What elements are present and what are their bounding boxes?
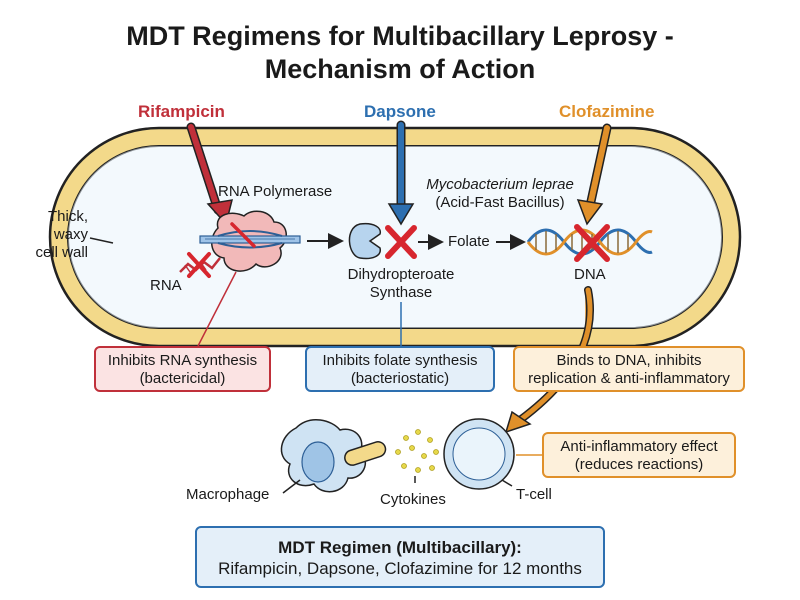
clofazimine-arrow: [576, 123, 612, 226]
dapsone-label: Dapsone: [364, 102, 436, 121]
rna-label: RNA: [150, 277, 182, 294]
title-line-1: MDT Regimens for Multibacillary Leprosy …: [126, 21, 674, 51]
dapsone-arrow: [387, 120, 415, 226]
dapsone-effect-box: Inhibits folate synthesis (bacteriostati…: [305, 346, 495, 392]
rifampicin-label: Rifampicin: [138, 102, 225, 121]
cytokine-dots: [395, 429, 439, 473]
rifampicin-connector: [197, 271, 237, 347]
rna-polymerase-label: RNA Polymerase: [218, 183, 333, 200]
dna-label: DNA: [574, 266, 606, 283]
rna-inhibition-x-icon: [187, 252, 211, 278]
enzyme-shape: [348, 222, 382, 260]
cell-wall-pointer: [89, 237, 114, 244]
page-title: MDT Regimens for Multibacillary Leprosy …: [0, 20, 800, 86]
rnap-inhibition-x-icon: [230, 222, 256, 248]
enzyme-label: Dihydropteroate Synthase: [347, 266, 455, 301]
cytokines-label: Cytokines: [380, 491, 446, 508]
folate-label: Folate: [448, 233, 490, 250]
tcell-shape: [443, 418, 515, 490]
clofazimine-label: Clofazimine: [559, 102, 655, 121]
macrophage-shape: [280, 419, 366, 493]
anti-inflammatory-box: Anti-inflammatory effect (reduces reacti…: [542, 432, 736, 478]
bacillus-icon: [344, 441, 387, 466]
macrophage-pointer: [282, 479, 301, 494]
enzyme-inhibition-x-icon: [385, 225, 417, 259]
title-line-2: Mechanism of Action: [264, 54, 536, 84]
clofazimine-effect-box: Binds to DNA, inhibits replication & ant…: [513, 346, 745, 392]
cell-wall-label: Thick, waxy cell wall: [35, 208, 88, 261]
dna-helix: [526, 228, 653, 256]
regimen-box: MDT Regimen (Multibacillary): Rifampicin…: [195, 526, 605, 588]
bacterium-name: Mycobacterium leprae (Acid-Fast Bacillus…: [426, 176, 574, 211]
tcell-label: T-cell: [516, 486, 552, 503]
regimen-heading: MDT Regimen (Multibacillary):: [278, 538, 522, 557]
rifampicin-effect-box: Inhibits RNA synthesis (bactericidal): [94, 346, 271, 392]
macrophage-label: Macrophage: [186, 486, 270, 503]
tcell-pointer: [501, 479, 513, 487]
regimen-detail: Rifampicin, Dapsone, Clofazimine for 12 …: [218, 559, 582, 578]
dna-inhibition-x-icon: [574, 224, 610, 262]
